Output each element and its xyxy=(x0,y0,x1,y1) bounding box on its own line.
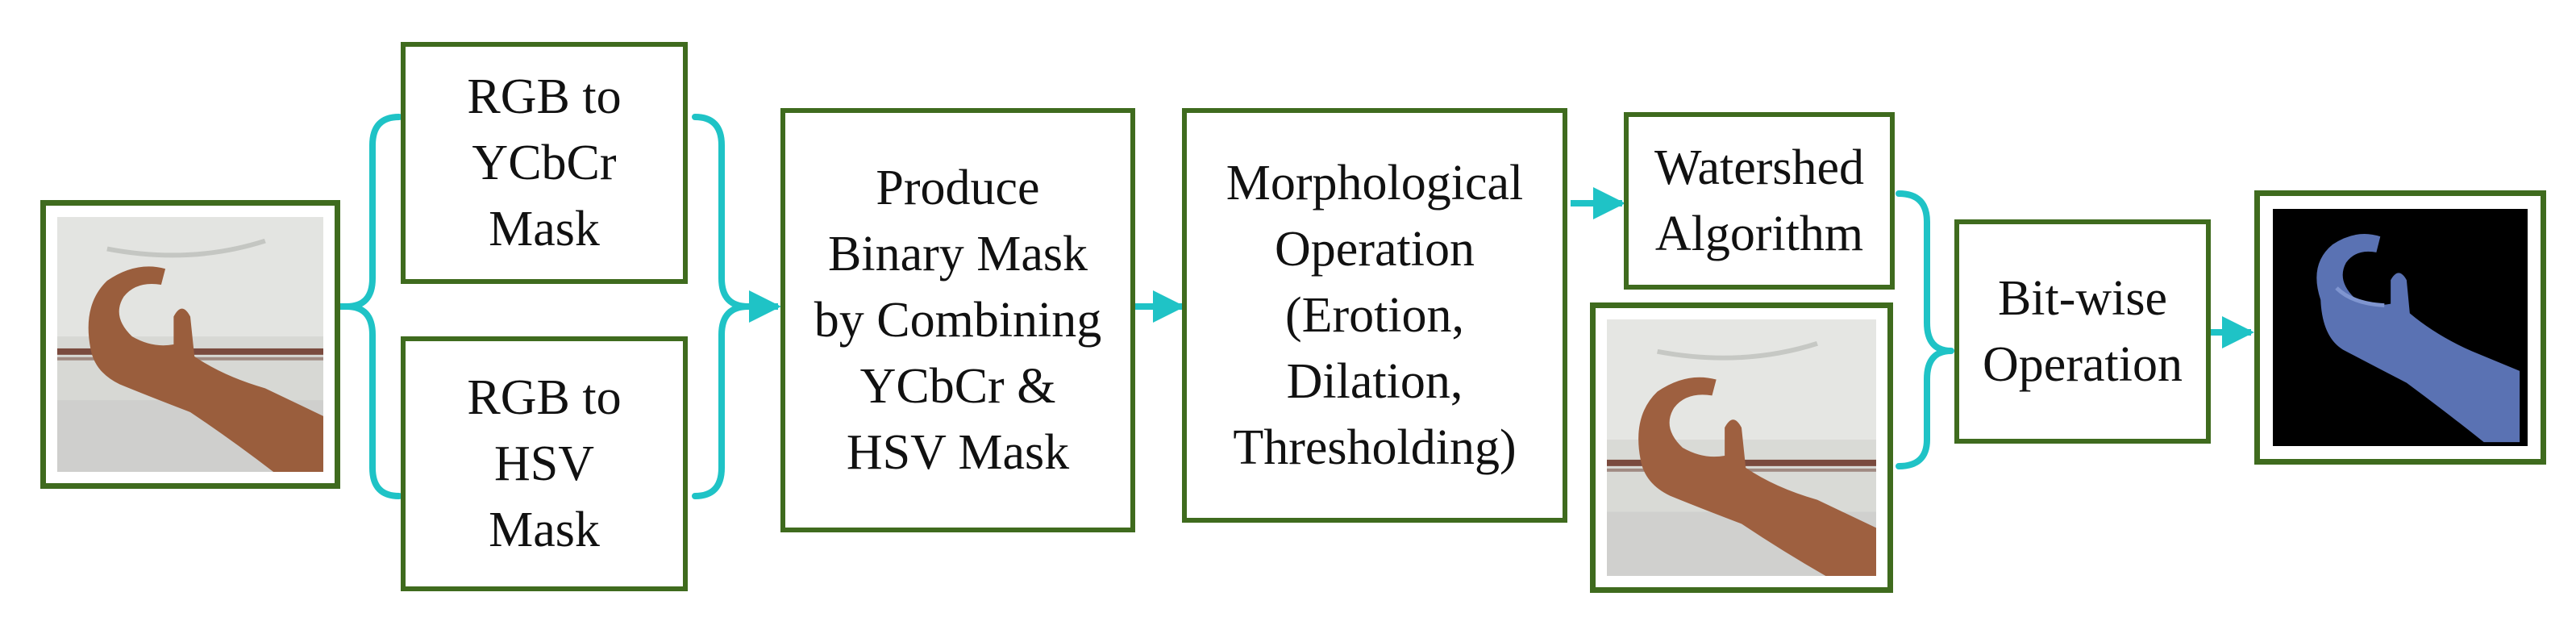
watershed-algorithm-box: Watershed Algorithm xyxy=(1624,112,1895,290)
hand-photo-icon xyxy=(57,217,323,472)
split-brace xyxy=(343,114,402,499)
rgb-to-ycbcr-box: RGB to YCbCr Mask xyxy=(401,42,688,284)
bitwise-operation-label: Bit-wise Operation xyxy=(1983,271,2183,392)
input-hand-image xyxy=(40,200,340,489)
rgb-to-hsv-label: RGB to HSV Mask xyxy=(467,370,622,557)
watershed-result-image xyxy=(1590,302,1893,593)
binary-mask-label: Produce Binary Mask by Combining YCbCr &… xyxy=(814,161,1102,480)
hand-photo-icon xyxy=(1607,319,1876,576)
bitwise-brace xyxy=(1896,190,1954,469)
watershed-algorithm-label: Watershed Algorithm xyxy=(1654,140,1865,261)
segmented-hand-icon xyxy=(2273,209,2528,446)
binary-mask-box: Produce Binary Mask by Combining YCbCr &… xyxy=(780,108,1135,532)
rgb-to-ycbcr-label: RGB to YCbCr Mask xyxy=(467,69,622,257)
output-segmented-image xyxy=(2254,190,2546,465)
morphological-operation-box: Morphological Operation (Erotion, Dilati… xyxy=(1182,108,1567,523)
merge-brace xyxy=(692,114,751,499)
bitwise-operation-box: Bit-wise Operation xyxy=(1954,219,2211,444)
morphological-operation-label: Morphological Operation (Erotion, Dilati… xyxy=(1226,156,1524,475)
rgb-to-hsv-box: RGB to HSV Mask xyxy=(401,336,688,591)
